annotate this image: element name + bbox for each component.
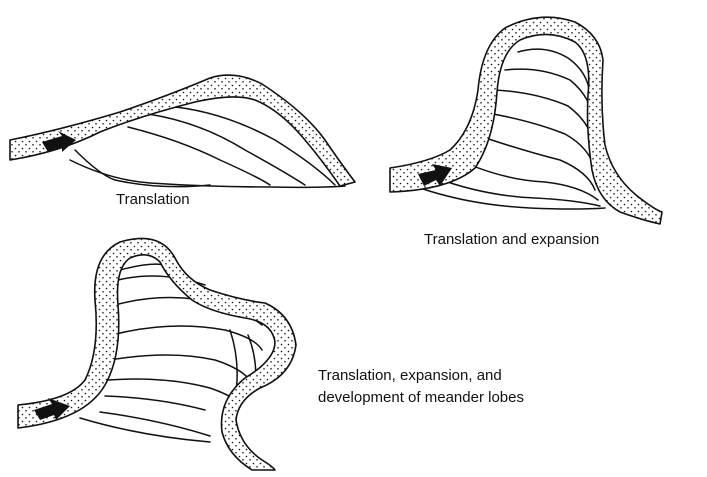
point-bar-base (70, 160, 345, 187)
caption-translation: Translation (116, 189, 190, 211)
caption-meander-lobes-line2: development of meander lobes (318, 387, 524, 409)
panel-translation-expansion (390, 17, 662, 224)
panel-translation (10, 75, 355, 187)
river-channel (10, 75, 355, 186)
caption-meander-lobes-line1: Translation, expansion, and (318, 365, 524, 387)
point-bar-base (420, 188, 605, 209)
panel-meander-lobes (18, 238, 296, 470)
caption-meander-lobes: Translation, expansion, and development … (318, 365, 524, 409)
scroll-bar-lines (436, 49, 600, 206)
caption-translation-expansion: Translation and expansion (424, 229, 599, 251)
